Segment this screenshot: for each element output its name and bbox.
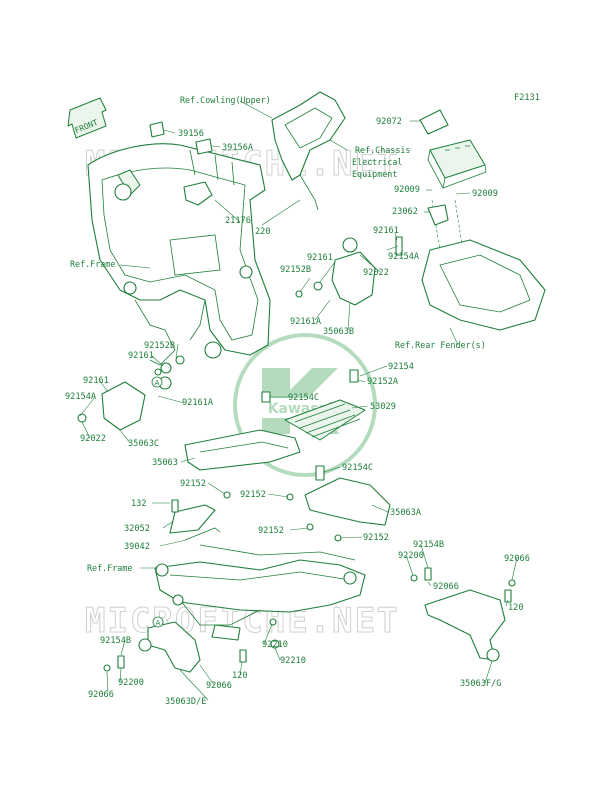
label-92161d: 92161 <box>83 376 109 386</box>
label-92154: 92154 <box>388 362 414 372</box>
label-132: 132 <box>131 499 147 509</box>
label-120-right: 120 <box>508 603 524 613</box>
label-39156A: 39156A <box>222 143 254 153</box>
label-ref-frame-top: Ref.Frame <box>70 259 115 269</box>
cowling-bracket <box>183 91 346 211</box>
front-arrow-icon: FRONT <box>67 97 107 139</box>
label-92154B-right: 92154B <box>413 540 444 550</box>
strut-35063 <box>184 429 301 501</box>
label-92210b: 92210 <box>280 656 306 666</box>
label-92066-right-a: 92066 <box>504 554 530 564</box>
label-39156: 39156 <box>178 129 204 139</box>
label-220: 220 <box>255 227 271 237</box>
label-92152A: 92152A <box>367 377 399 387</box>
bracket-35063FG <box>410 567 516 662</box>
svg-text:A: A <box>156 619 161 627</box>
label-92161A-left: 92161A <box>182 398 214 408</box>
label-92161a: 92161 <box>373 226 399 236</box>
label-ref-frame-bottom: Ref.Frame <box>87 563 132 573</box>
label-92066-left-a: 92066 <box>206 681 232 691</box>
bracket-35063C <box>77 368 172 431</box>
label-92154C-a: 92154C <box>288 393 319 403</box>
label-32052: 32052 <box>124 524 150 534</box>
label-92152d: 92152 <box>363 533 389 543</box>
label-35063A: 35063A <box>390 508 422 518</box>
label-ref-rear-fender: Ref.Rear Fender(s) <box>395 340 486 350</box>
label-92154B-left: 92154B <box>100 636 131 646</box>
label-92154A-top: 92154A <box>388 252 420 262</box>
label-92152b: 92152 <box>240 490 266 500</box>
main-frame <box>87 121 271 374</box>
bracket-35063B <box>295 236 403 306</box>
label-35063B: 35063B <box>323 327 354 337</box>
leader-lines <box>79 100 518 701</box>
label-92152c: 92152 <box>258 526 284 536</box>
label-ref-chassis-2: Electrical <box>352 157 402 167</box>
label-92022-left: 92022 <box>80 434 106 444</box>
label-23062: 23062 <box>392 207 418 217</box>
bracket-35063DE <box>103 618 280 673</box>
label-92066-left-b: 92066 <box>88 690 114 700</box>
label-35063FG: 35063F/G <box>460 679 501 689</box>
label-ref-chassis-1: Ref.Chassis <box>355 145 410 155</box>
label-92009b: 92009 <box>472 189 498 199</box>
label-35063DE: 35063D/E <box>165 697 206 707</box>
label-35063: 35063 <box>152 458 178 468</box>
label-92066-right-b: 92066 <box>433 582 459 592</box>
label-21176: 21176 <box>225 216 251 226</box>
label-92161A-top: 92161A <box>290 317 322 327</box>
bracket-35063A <box>304 465 391 542</box>
label-39042: 39042 <box>124 542 150 552</box>
lower-subframe <box>154 544 366 626</box>
rear-fender <box>421 199 546 331</box>
label-92154A-left: 92154A <box>65 392 97 402</box>
label-92161b: 92161 <box>307 253 333 263</box>
label-92009a: 92009 <box>394 185 420 195</box>
label-92210a: 92210 <box>262 640 288 650</box>
label-92152B-b: 92152B <box>144 341 175 351</box>
callout-a-top: A <box>151 376 163 388</box>
label-92022-top: 92022 <box>363 268 389 278</box>
footrest-plate <box>261 369 366 441</box>
label-ref-cowling: Ref.Cowling(Upper) <box>180 95 271 105</box>
label-92200-left: 92200 <box>118 678 144 688</box>
label-53029: 53029 <box>370 402 396 412</box>
label-35063C: 35063C <box>128 439 159 449</box>
label-120-left: 120 <box>232 671 248 681</box>
svg-text:A: A <box>155 379 160 387</box>
label-ref-chassis-3: Equipment <box>352 169 397 179</box>
electrical-box <box>419 109 487 190</box>
callout-a-bottom: A <box>152 616 164 628</box>
label-92152a: 92152 <box>180 479 206 489</box>
label-92152B-a: 92152B <box>280 265 311 275</box>
diagram-id: F2131 <box>514 93 540 103</box>
label-92072: 92072 <box>376 117 402 127</box>
label-92161c: 92161 <box>128 351 154 361</box>
label-92200-right: 92200 <box>398 551 424 561</box>
labels: Ref.Cowling(Upper) Ref.Chassis Electrica… <box>65 95 530 707</box>
strap-32052 <box>169 499 221 541</box>
label-92154C-b: 92154C <box>342 463 373 473</box>
